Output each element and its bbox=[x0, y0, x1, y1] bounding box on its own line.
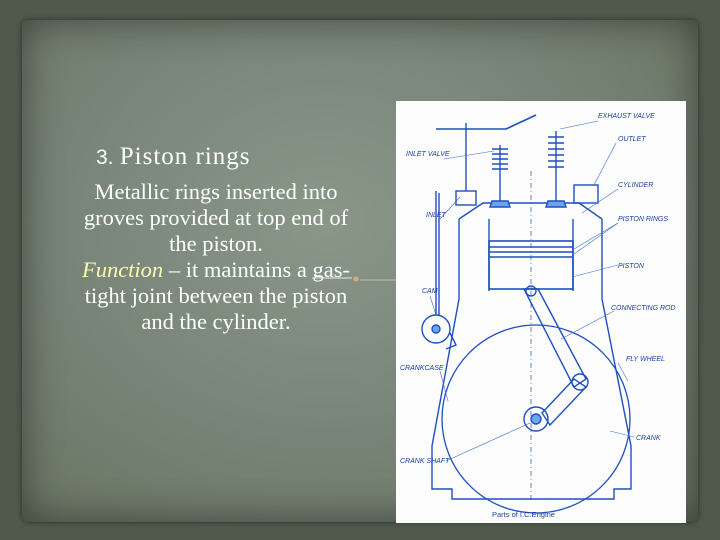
outlet-port bbox=[573, 184, 599, 204]
leader-crank-shaft bbox=[445, 422, 531, 462]
rocker-arm bbox=[436, 114, 537, 130]
label-fly-wheel: FLY WHEEL bbox=[626, 356, 665, 363]
leader-piston-rings-2 bbox=[573, 222, 619, 255]
leader-inlet bbox=[439, 196, 461, 220]
label-connecting-rod: CONNECTING ROD bbox=[611, 305, 676, 312]
label-piston: PISTON bbox=[618, 263, 645, 270]
label-exhaust-valve: EXHAUST VALVE bbox=[598, 113, 655, 120]
crank-hub bbox=[523, 406, 549, 432]
text-block: 3. Piston rings Metallic rings inserted … bbox=[78, 140, 354, 335]
label-crankcase: CRANKCASE bbox=[400, 365, 444, 372]
engine-diagram-svg: EXHAUST VALVE OUTLET INLET VALVE CYLINDE… bbox=[400, 113, 676, 519]
leader-cylinder bbox=[581, 188, 619, 214]
label-crank-shaft: CRANK SHAFT bbox=[400, 458, 450, 465]
slide-heading: 3. Piston rings bbox=[96, 140, 354, 175]
exhaust-valve-head bbox=[545, 200, 567, 208]
label-inlet: INLET bbox=[426, 212, 447, 219]
leader-cam bbox=[429, 295, 437, 316]
callout-connector bbox=[312, 276, 396, 282]
body-line: Metallic rings inserted into groves prov… bbox=[83, 179, 349, 256]
function-text: – it maintains a gas-tight joint between… bbox=[84, 257, 351, 334]
engine-diagram: EXHAUST VALVE OUTLET INLET VALVE CYLINDE… bbox=[396, 101, 686, 523]
cam-lobe bbox=[445, 332, 457, 350]
label-inlet-valve: INLET VALVE bbox=[406, 151, 450, 158]
flywheel bbox=[441, 324, 631, 514]
function-line: Function – it maintains a gas-tight join… bbox=[78, 257, 354, 335]
leader-inlet-valve bbox=[443, 150, 495, 160]
leader-crank bbox=[609, 430, 635, 438]
label-crank: CRANK bbox=[636, 435, 661, 442]
gudgeon-pin bbox=[525, 285, 537, 297]
label-outlet: OUTLET bbox=[618, 136, 646, 143]
heading-title: Piston rings bbox=[119, 143, 251, 170]
leader-crankcase bbox=[439, 370, 449, 402]
leader-piston-rings-1 bbox=[573, 222, 619, 250]
label-piston-rings: PISTON RINGS bbox=[618, 216, 668, 223]
label-cylinder: CYLINDER bbox=[618, 182, 653, 189]
inlet-valve-head bbox=[489, 200, 511, 208]
heading-number: 3. bbox=[96, 146, 114, 169]
inlet-valve-spring bbox=[492, 148, 508, 170]
connecting-rod bbox=[522, 288, 587, 389]
label-cam: CAM bbox=[422, 288, 438, 295]
leader-fly-wheel bbox=[617, 362, 629, 382]
leader-outlet bbox=[593, 142, 617, 186]
engine-body bbox=[431, 219, 632, 500]
leader-lines bbox=[429, 120, 635, 462]
engine-drawing bbox=[421, 114, 632, 514]
diagram-caption: Parts of I.C.Engine bbox=[492, 510, 555, 519]
body-text: Metallic rings inserted into groves prov… bbox=[78, 179, 354, 335]
function-word: Function bbox=[81, 257, 164, 282]
cylinder-head bbox=[458, 202, 603, 220]
cam-hub bbox=[431, 324, 441, 334]
exhaust-valve-spring bbox=[548, 136, 564, 168]
crank-web bbox=[541, 378, 588, 427]
callout-dot bbox=[353, 276, 359, 282]
inlet-port bbox=[455, 190, 477, 206]
leader-exhaust-valve bbox=[559, 120, 599, 130]
leader-connecting-rod bbox=[560, 310, 615, 340]
leader-piston bbox=[571, 264, 619, 278]
crank-shaft-centre bbox=[530, 413, 542, 425]
